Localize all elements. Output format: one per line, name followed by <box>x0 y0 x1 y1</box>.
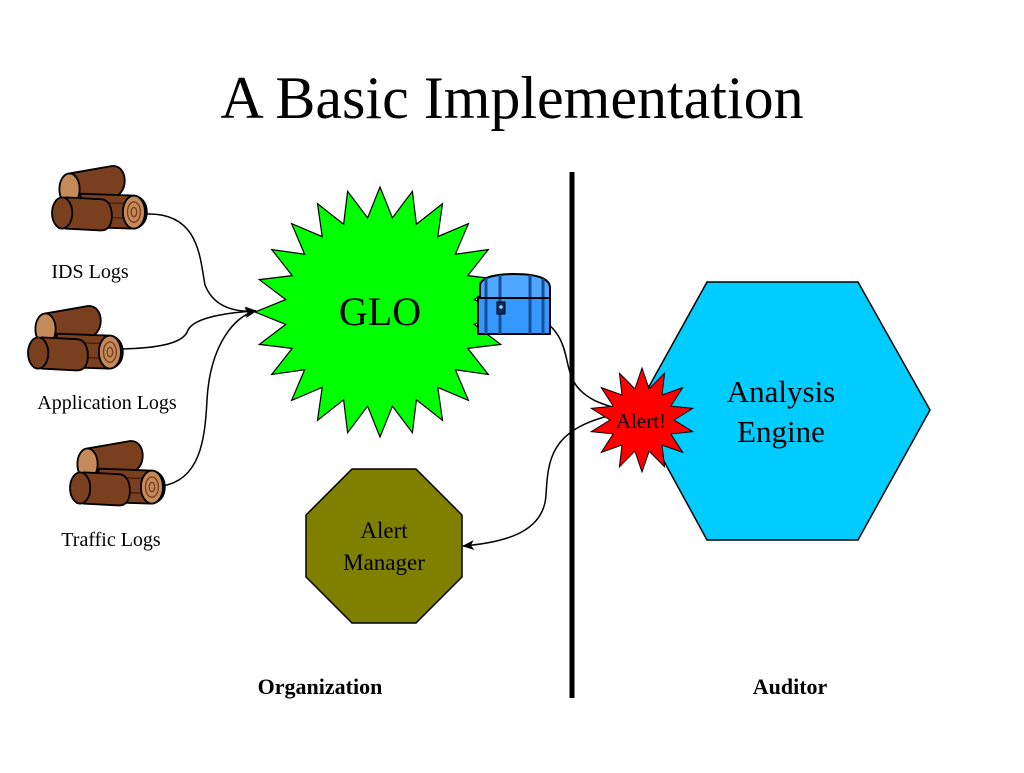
treasure-chest-icon <box>477 272 551 335</box>
alert-starburst <box>589 366 695 474</box>
application-logs-icon <box>27 305 124 372</box>
traffic-logs-icon <box>69 440 166 507</box>
traffic-logs-connector <box>161 308 257 487</box>
alert-manager-label-line1: Alert <box>360 518 408 543</box>
analysis-engine-label-line2: Engine <box>737 414 825 449</box>
glo-label: GLO <box>339 289 421 334</box>
ids-logs-label: IDS Logs <box>51 261 128 283</box>
ids-logs-icon <box>51 165 148 232</box>
application-logs-label: Application Logs <box>37 392 177 414</box>
ids-logs-connector <box>145 213 257 317</box>
alert-manager-octagon <box>305 468 463 624</box>
chest-to-alert-connector <box>539 317 613 408</box>
slide-title: A Basic Implementation <box>220 65 803 131</box>
organization-section-label: Organization <box>258 674 383 699</box>
glo-starburst <box>253 185 507 439</box>
alert-to-manager-connector <box>462 414 613 551</box>
alert-label: Alert! <box>616 409 666 433</box>
application-logs-connector <box>119 306 257 350</box>
traffic-logs-label: Traffic Logs <box>61 529 161 551</box>
auditor-section-label: Auditor <box>753 674 828 699</box>
alert-manager-label-line2: Manager <box>343 550 425 575</box>
analysis-engine-label-line1: Analysis <box>727 374 836 409</box>
